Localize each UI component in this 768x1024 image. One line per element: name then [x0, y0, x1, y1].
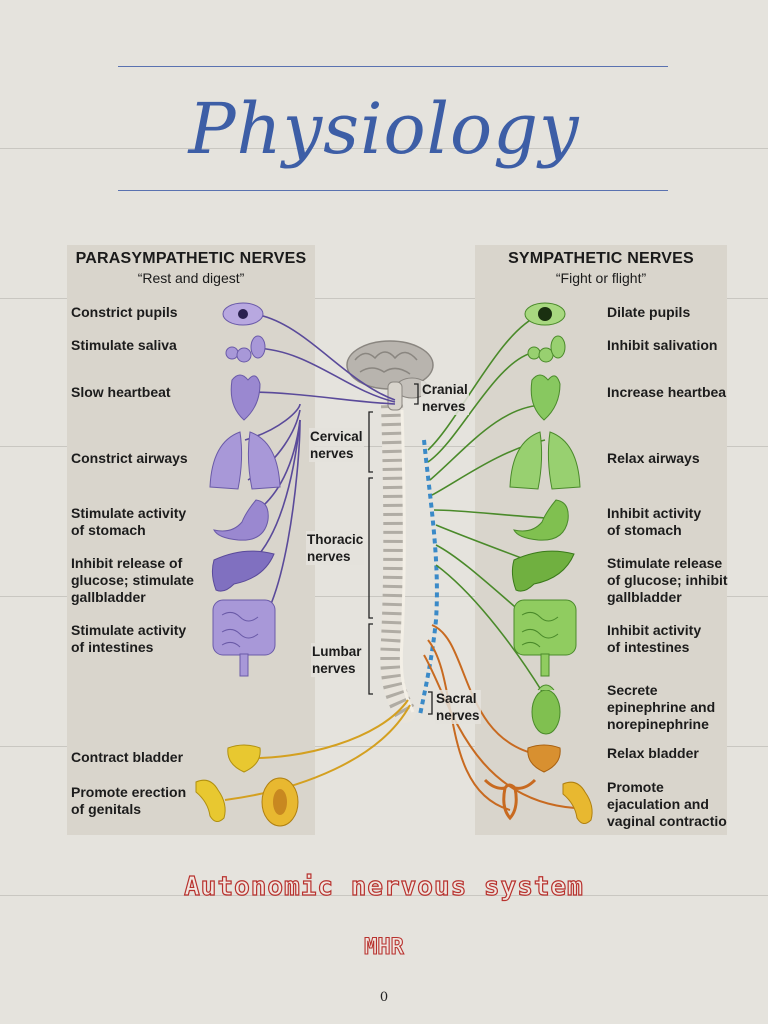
liver-icon — [211, 550, 275, 592]
stomach-icon — [513, 499, 569, 541]
eye-icon — [222, 302, 264, 326]
lumbar-nerves-label: Lumbar nerves — [311, 643, 363, 677]
brain — [346, 340, 434, 411]
male-genitals-icon — [562, 781, 593, 824]
parasympathetic-organs — [195, 302, 299, 827]
eye-icon — [524, 302, 566, 326]
page-line — [0, 895, 768, 896]
uterus-icon — [483, 778, 537, 821]
lungs-icon — [509, 431, 581, 490]
spinal-cord — [380, 394, 416, 723]
page-line — [0, 148, 768, 149]
heart-icon — [230, 374, 261, 421]
symp-effect-salivation: Inhibit salivation — [607, 337, 718, 353]
caption: Autonomic nervous system — [184, 871, 584, 902]
sympathetic-header: SYMPATHETIC NERVES “Fight or flight” — [475, 250, 727, 286]
title-rule-bottom — [118, 190, 668, 191]
sacral-nerves-label: Sacral nerves — [435, 690, 481, 724]
intestines-icon — [513, 599, 577, 677]
para-effect-glucose: Inhibit release of glucose; stimulate ga… — [71, 555, 194, 605]
author: MHR — [364, 934, 405, 960]
page-line — [0, 746, 768, 747]
parasympathetic-panel — [67, 245, 315, 835]
bladder-icon — [227, 744, 261, 773]
thoracic-nerves-label: Thoracic nerves — [306, 531, 365, 565]
symp-effect-heartbeat: Increase heartbea — [607, 384, 727, 400]
para-effect-intestines: Stimulate activity of intestines — [71, 622, 187, 655]
symp-effect-stomach: Inhibit activity of stomach — [607, 505, 702, 538]
salivary-gland-icon — [527, 335, 566, 363]
symp-effect-glucose: Stimulate release of glucose; inhibit ga… — [607, 555, 728, 605]
male-genitals-icon — [195, 779, 226, 822]
adrenal-kidney-icon — [531, 684, 561, 735]
sympathetic-chain — [418, 439, 439, 716]
cranial-nerves-label: Cranial nerves — [421, 381, 469, 415]
symp-effect-airways: Relax airways — [607, 450, 700, 466]
para-effect-genitals: Promote erection of genitals — [71, 784, 187, 817]
bladder-icon — [527, 744, 561, 773]
para-effect-pupils: Constrict pupils — [71, 304, 178, 320]
sympathetic-organs — [483, 302, 593, 824]
title-rule-top — [118, 66, 668, 67]
parasympathetic-heading: PARASYMPATHETIC NERVES — [75, 250, 307, 267]
para-effect-bladder: Contract bladder — [71, 749, 184, 765]
para-effect-saliva: Stimulate saliva — [71, 337, 177, 353]
lungs-icon — [209, 431, 281, 490]
heart-icon — [530, 374, 561, 421]
cervical-nerves-label: Cervical nerves — [309, 428, 364, 462]
parasympathetic-subheading: “Rest and digest” — [137, 270, 245, 286]
symp-effect-ejaculation: Promote ejaculation and vaginal contract… — [607, 779, 727, 829]
page-line — [0, 298, 768, 299]
liver-icon — [511, 550, 575, 592]
para-effect-stomach: Stimulate activity of stomach — [71, 505, 187, 538]
symp-effect-epinephrine: Secrete epinephrine and norepinephrine — [607, 682, 716, 732]
symp-effect-bladder: Relax bladder — [607, 745, 699, 761]
stomach-icon — [213, 499, 269, 541]
salivary-gland-icon — [225, 335, 266, 363]
symp-effect-pupils: Dilate pupils — [607, 304, 691, 320]
region-brackets — [368, 383, 433, 715]
symp-effect-intestines: Inhibit activity of intestines — [607, 622, 702, 655]
female-genitals-icon — [261, 777, 299, 827]
page-title: Physiology — [188, 88, 580, 170]
sympathetic-subheading: “Fight or flight” — [555, 270, 647, 286]
intestines-icon — [212, 599, 276, 677]
parasympathetic-header: PARASYMPATHETIC NERVES “Rest and digest” — [67, 250, 315, 286]
sympathetic-heading: SYMPATHETIC NERVES — [508, 250, 694, 267]
sympathetic-panel — [475, 245, 727, 835]
page-number: 0 — [379, 990, 389, 1005]
sacral-nerve-lines — [224, 699, 411, 801]
para-effect-heartbeat: Slow heartbeat — [71, 384, 171, 400]
para-effect-airways: Constrict airways — [71, 450, 188, 466]
